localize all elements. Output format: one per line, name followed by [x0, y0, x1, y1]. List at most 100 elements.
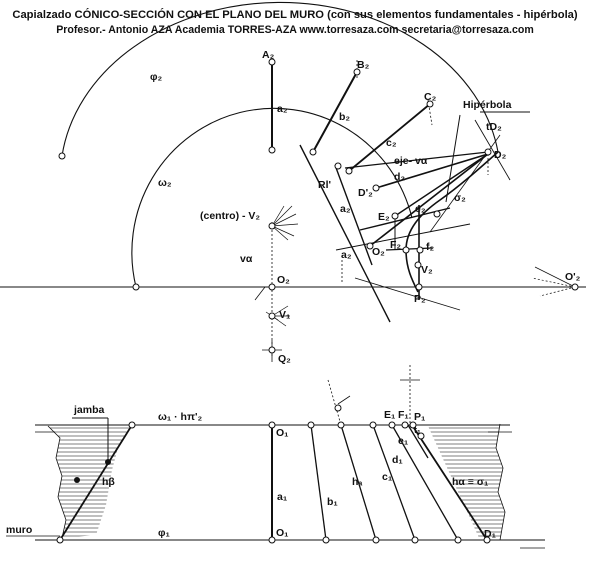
point-f2	[416, 246, 424, 254]
label-t1: t₁	[414, 425, 421, 435]
point-Q2	[268, 346, 276, 354]
point-C2	[426, 100, 434, 108]
wall-outline-right	[495, 423, 506, 541]
label-a1: a₁	[277, 491, 287, 503]
label-O1-bottom: O₁	[276, 527, 289, 539]
label-O2: O₂	[277, 274, 290, 286]
label-b1: b₁	[327, 496, 338, 508]
point-D2p	[372, 184, 380, 192]
point-F2	[402, 246, 410, 254]
line-ha	[340, 424, 377, 541]
point-ha-bottom	[372, 536, 380, 544]
tangent-D2	[474, 119, 511, 181]
d2-to-E2	[394, 153, 489, 217]
point-E1	[388, 421, 396, 429]
point-c1-top	[369, 421, 377, 429]
label-Rl: Rl'	[318, 179, 331, 191]
point-hbeta-mark	[74, 477, 80, 483]
label-Q2: Q₂	[278, 353, 291, 365]
point-phi1-left	[56, 536, 64, 544]
label-O2-arm: O₂	[372, 246, 385, 258]
label-O1-top: O₁	[276, 427, 289, 439]
label-omega1-line: ω₁ · hπ'₂	[158, 411, 202, 423]
point-Rl	[334, 162, 342, 170]
label-E2: E₂	[378, 211, 390, 223]
label-hbeta: hβ	[102, 476, 115, 488]
wall-hatch-left	[48, 427, 132, 537]
label-sigma2: σ₂	[454, 192, 466, 204]
point-b1-top	[307, 421, 315, 429]
point-A2	[268, 58, 276, 66]
E1-proj-tick	[337, 395, 351, 405]
point-E1-proj	[334, 404, 342, 412]
generatrix-d1	[391, 424, 459, 541]
label-ha: hₐ	[352, 476, 362, 488]
label-d1: d₁	[392, 454, 403, 466]
point-b2-low	[309, 148, 317, 156]
point-jamba-top	[128, 421, 136, 429]
point-centro-V2	[268, 222, 276, 230]
point-ha-top	[337, 421, 345, 429]
O2p-ray-1	[534, 266, 576, 288]
point-E2	[391, 212, 399, 220]
label-c1: c₁	[382, 471, 392, 483]
O2p-ray-2	[531, 277, 576, 288]
hyperbola-pointer	[445, 114, 461, 203]
point-D2	[484, 148, 492, 156]
guide-E1	[327, 379, 342, 426]
point-b1-bottom	[322, 536, 330, 544]
label-V2-lower: V₂	[421, 264, 433, 276]
point-O2	[268, 283, 276, 291]
label-a2-mid: a₂	[340, 203, 351, 215]
plan-view: jamba ω₁ · hπ'₂ O₁ O₁ E₁ F₁ P₁ t₁ e₁ hβ …	[6, 365, 545, 549]
label-A2: A₂	[262, 49, 275, 61]
point-c1-bottom	[411, 536, 419, 544]
O2p-arm	[354, 277, 461, 311]
label-V1: V₁	[279, 309, 290, 321]
label-D2: D₂	[494, 149, 507, 161]
point-d1-bottom	[454, 536, 462, 544]
point-jamba-mark	[105, 459, 111, 465]
label-eje-valpha: eje- vα	[394, 155, 428, 167]
label-d2: d₂	[394, 171, 405, 183]
V2-star	[271, 205, 299, 241]
section-line-2	[334, 164, 373, 266]
wall-outline-left	[47, 425, 67, 539]
generatrix-c2	[348, 103, 431, 172]
label-omega2: ω₂	[158, 177, 172, 189]
generatrix-b1	[310, 424, 327, 541]
point-P1	[409, 421, 417, 429]
point-omega2-top	[268, 146, 276, 154]
point-V1	[268, 312, 276, 320]
label-O2p-right: O'₂	[565, 271, 581, 283]
label-tD2: tD₂	[486, 121, 502, 133]
point-F1	[401, 421, 409, 429]
label-B2: B₂	[357, 59, 370, 71]
point-B2	[353, 68, 361, 76]
diagram-title: Capialzado CÓNICO-SECCIÓN CON EL PLANO D…	[12, 9, 578, 21]
label-jamba: jamba	[73, 404, 105, 416]
label-e1: e₁	[398, 435, 408, 447]
O2p-ray-3	[539, 286, 576, 297]
label-phi1: φ₁	[158, 527, 170, 539]
point-O1-bottom	[268, 536, 276, 544]
label-C2: C₂	[424, 91, 437, 103]
label-E1: E₁	[384, 409, 395, 421]
label-F2: F₂	[390, 239, 401, 251]
line-e1	[407, 424, 429, 459]
label-muro: muro	[6, 524, 32, 536]
label-a2-low: a₂	[341, 249, 352, 261]
label-P1: P₁	[414, 411, 425, 423]
point-P2	[415, 283, 423, 291]
label-hiperbola: Hipérbola	[463, 99, 512, 111]
point-e2	[433, 210, 441, 218]
generatrix-b2	[312, 71, 358, 153]
label-f2: f₂	[426, 241, 434, 253]
generatrix-c1	[372, 424, 416, 541]
O2-arm	[335, 223, 471, 251]
label-halpha-sigma1: hα ≡ σ₁	[452, 476, 488, 488]
section-line-1	[299, 144, 391, 323]
point-c2-low	[345, 167, 353, 175]
point-phi2-left	[58, 152, 66, 160]
